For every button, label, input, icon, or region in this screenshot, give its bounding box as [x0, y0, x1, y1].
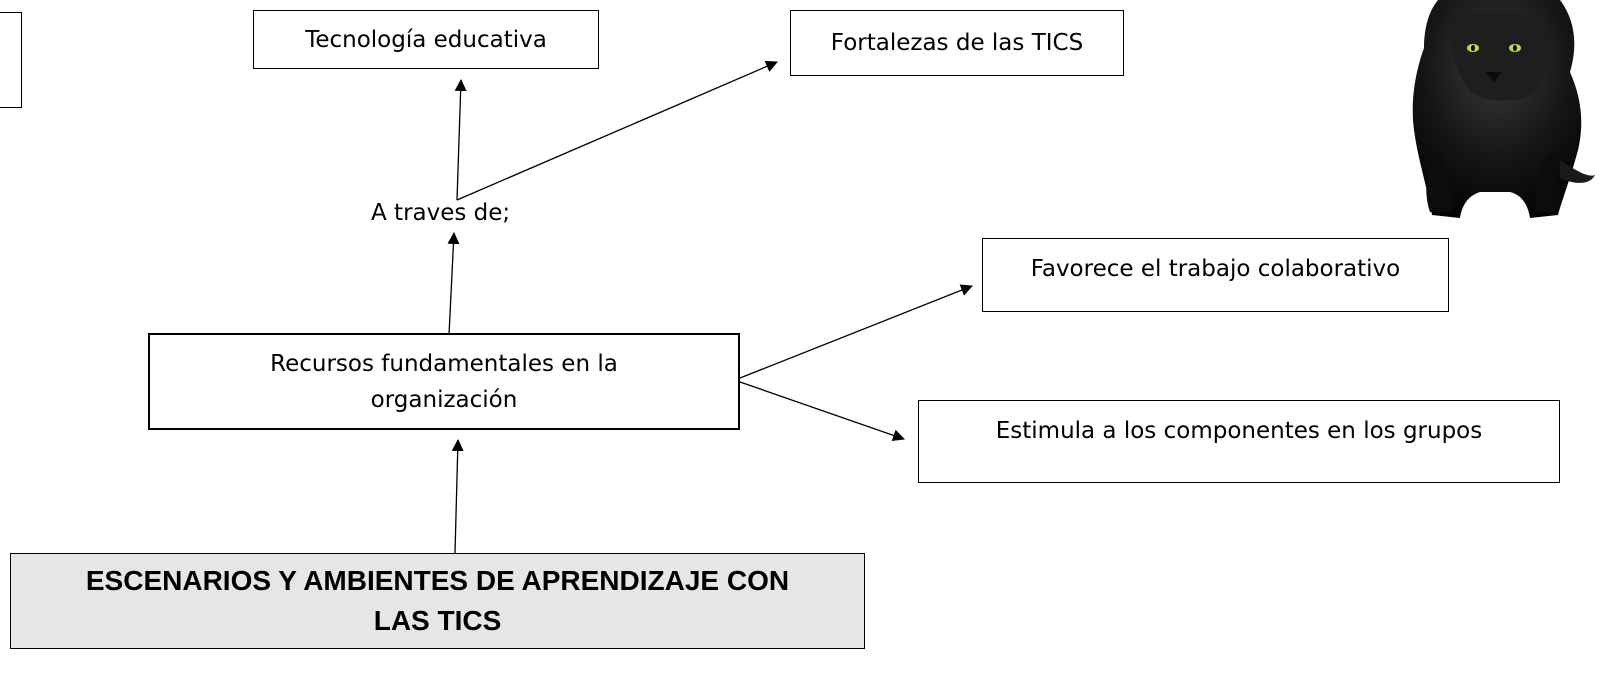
main-title-line2: LAS TICS — [373, 605, 502, 636]
node-recursos: Recursos fundamentales en la organizació… — [148, 333, 740, 430]
arrow-title-to-recursos — [451, 439, 464, 554]
black-panther-image — [1412, 0, 1595, 218]
node-fortalezas-label: Fortalezas de las TICS — [830, 30, 1084, 56]
arrow-atraves-to-tecnologia — [454, 79, 467, 201]
node-a-traves-de: A traves de; — [371, 200, 511, 226]
node-favorece: Favorece el trabajo colaborativo — [982, 238, 1449, 312]
arrow-recursos-to-estimula — [739, 381, 905, 442]
left-edge-box — [0, 12, 22, 108]
node-favorece-label: Favorece el trabajo colaborativo — [1030, 256, 1401, 282]
node-estimula: Estimula a los componentes en los grupos — [918, 400, 1560, 483]
node-recursos-label-line2: organización — [370, 386, 518, 413]
main-title-line1: ESCENARIOS Y AMBIENTES DE APRENDIZAJE CO… — [85, 565, 790, 596]
node-tecnologia-educativa: Tecnología educativa — [253, 10, 599, 69]
node-fortalezas: Fortalezas de las TICS — [790, 10, 1124, 76]
node-tecnologia-label: Tecnología educativa — [305, 26, 547, 53]
arrow-atraves-to-fortalezas — [456, 60, 778, 201]
node-estimula-label: Estimula a los componentes en los grupos — [995, 418, 1483, 444]
node-recursos-label-line1: Recursos fundamentales en la — [270, 350, 618, 377]
arrow-recursos-to-favorece — [739, 284, 973, 379]
main-title-box: ESCENARIOS Y AMBIENTES DE APRENDIZAJE CO… — [10, 553, 865, 649]
